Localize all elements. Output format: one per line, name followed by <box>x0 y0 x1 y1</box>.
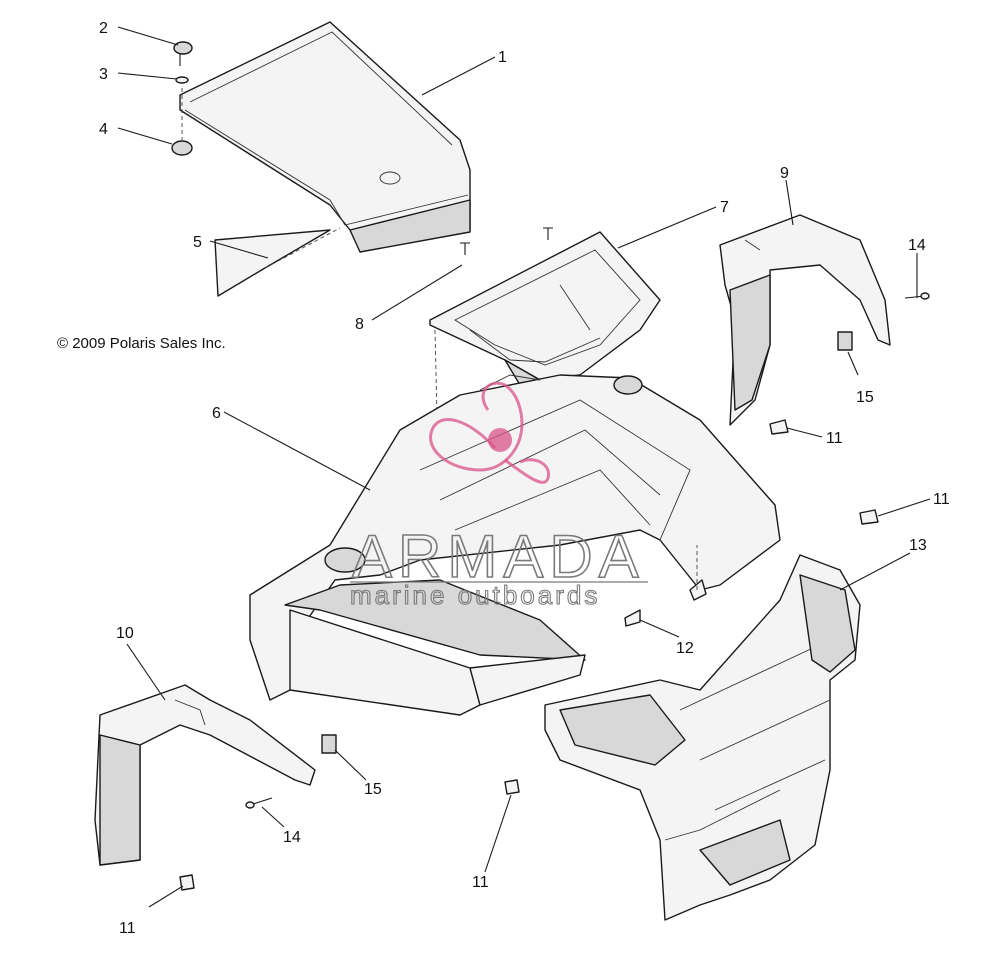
callout-7: 7 <box>720 199 729 216</box>
part-7-storage-tray <box>429 231 661 391</box>
callout-13: 13 <box>909 537 927 554</box>
callout-11-left-fender: 11 <box>119 920 136 937</box>
callout-4: 4 <box>99 121 108 138</box>
callout-15-left: 15 <box>364 781 382 798</box>
copyright-text: © 2009 Polaris Sales Inc. <box>57 335 226 352</box>
callout-11-grille: 11 <box>933 491 950 508</box>
part-4-grommet <box>171 88 193 156</box>
part-9-right-fender <box>719 214 891 426</box>
callout-9: 9 <box>780 165 789 182</box>
callout-6: 6 <box>212 405 221 422</box>
leader-lines <box>117 26 931 908</box>
part-10-left-fender <box>94 684 316 866</box>
callout-1: 1 <box>498 49 507 66</box>
part-13-front-grille <box>544 554 861 921</box>
watermark: ARMADA marine outboards <box>349 381 648 611</box>
part-12-rivets <box>624 545 707 627</box>
callout-14-left: 14 <box>283 829 301 846</box>
part-1-lid <box>179 21 471 253</box>
watermark-title: ARMADA <box>352 523 645 590</box>
callout-11-lower: 11 <box>472 874 489 891</box>
callout-10: 10 <box>116 625 134 642</box>
callout-8: 8 <box>355 316 364 333</box>
part-6-hood <box>249 374 781 716</box>
part-5-decal <box>214 227 341 297</box>
callout-12: 12 <box>676 640 694 657</box>
part-8-screws <box>460 227 553 255</box>
watermark-logo-icon <box>429 381 551 484</box>
part-2-cap <box>173 41 193 66</box>
part-14-bolts <box>245 292 930 809</box>
part-3-washer <box>175 76 189 84</box>
callout-15-right: 15 <box>856 389 874 406</box>
callout-3: 3 <box>99 66 108 83</box>
watermark-subtitle: marine outboards <box>350 580 600 610</box>
callout-5: 5 <box>193 234 202 251</box>
callout-labels: 2 3 4 1 5 6 7 8 9 10 11 11 11 11 14 14 1… <box>99 20 950 937</box>
callout-2: 2 <box>99 20 108 37</box>
callout-11-right-fender: 11 <box>826 430 843 447</box>
part-15-clips <box>321 331 853 754</box>
callout-14-right: 14 <box>908 237 926 254</box>
part-11-pins <box>179 419 879 891</box>
